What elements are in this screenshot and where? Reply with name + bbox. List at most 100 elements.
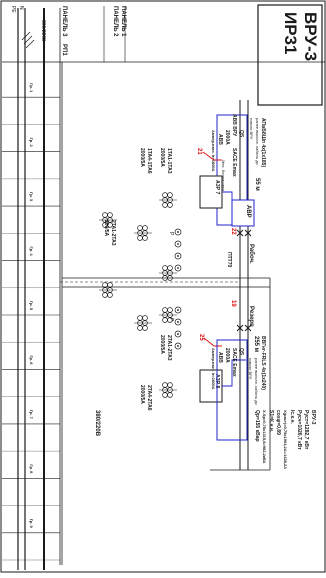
feeder-group: Гр. 3 — [2, 192, 60, 234]
meter-dot — [177, 231, 179, 233]
ct-cluster — [159, 307, 177, 323]
marker-ptt: ПТТ70 — [226, 252, 232, 267]
spec-line7: S1=К.н.н. — [268, 410, 274, 433]
ct-right-label1: 2ТА1-2ТА3 — [166, 335, 172, 361]
feeder-label: Гр. 6 — [29, 355, 34, 365]
feeder-group: Гр. 2 — [2, 138, 60, 180]
meter-dot — [177, 255, 179, 257]
feeder-group: Гр. 1 — [2, 83, 60, 125]
right-cable-line3: ранее выполн. кабель до — [254, 358, 259, 406]
ct-cluster — [134, 315, 152, 331]
busbar-voltage: 380/220В — [94, 410, 100, 437]
feeder-label: Гр. 8 — [29, 464, 34, 474]
right-breaker-line1: QS — [238, 348, 244, 356]
ct-cluster — [159, 382, 177, 398]
meter-symbol — [174, 318, 182, 326]
right-cable-line1: ВВГнг-FRLS 4х(1х240) — [260, 336, 266, 390]
meter-dot — [177, 309, 179, 311]
meter-dot — [177, 333, 179, 335]
left-breaker-line3: SACE Emax — [231, 148, 237, 177]
right-cable-line4: нового ВРУ — [248, 358, 253, 380]
ct-symbol-p-right: P — [168, 318, 174, 322]
left-breaker-line4: 2000А — [224, 130, 230, 145]
right-breaker-line5: Ампер.наст. Ir=1600А — [211, 348, 216, 390]
right-breaker-line3: 2000А — [224, 348, 230, 363]
meter-symbol — [174, 342, 182, 350]
relay-left-label: АЗР 7 — [214, 180, 220, 194]
ct-left-label2: 2000/5А — [159, 148, 165, 167]
meter-symbol — [174, 264, 182, 272]
feeder-label: Гр. 4 — [29, 247, 34, 257]
meter-dot — [177, 345, 179, 347]
meter-dot — [177, 321, 179, 323]
ct-right-label4: 2000/5А — [139, 385, 145, 404]
meter-dot — [177, 243, 179, 245]
panel-3-code: РП1 — [61, 44, 67, 56]
spec-line6: cosφ=0,89 — [275, 410, 281, 435]
ct-cluster — [99, 282, 117, 298]
right-breaker-line4: ABB — [217, 352, 223, 363]
feeder-label: Гр. 3 — [29, 192, 34, 202]
ct-mid-label1: 2ТА1-2ТА3 — [110, 220, 116, 246]
ct-cluster — [159, 265, 177, 281]
feeder-label: Гр. 9 — [29, 519, 34, 529]
right-supply-box — [216, 339, 248, 441]
feeder-group: Гр. 6 — [2, 355, 60, 397]
left-cable-line3: 55 м — [254, 178, 260, 191]
panel-title-line2: ИР31 — [281, 12, 300, 54]
title-box — [257, 4, 323, 106]
feeder-group: Гр. 4 — [2, 247, 60, 288]
left-breaker-line6: Ампер.наст. Ir=1600А — [211, 130, 216, 172]
left-cable-line4: нового ВРУ — [249, 118, 254, 140]
meter-dot — [177, 267, 179, 269]
left-breaker-line5: ABB — [217, 134, 223, 145]
mech-interlock: Мех. блокировка — [221, 160, 226, 192]
spec-line1: ВРУ-3 — [310, 410, 316, 425]
ct-left-label4: 2000/5А — [139, 148, 145, 167]
spec-line5: Х(раст)=0,75х1904,2А=1428,2А — [283, 410, 288, 469]
feeder-label: Гр. 7 — [29, 410, 34, 420]
tag-reserve: Резерв — [248, 306, 254, 327]
panel-title-line1: ВРУ-3 — [301, 12, 320, 61]
spec-line9: Qр=155 кВар — [254, 410, 260, 442]
meter-symbol — [174, 240, 182, 248]
feeder-groups: Гр. 1 Гр. 2 Гр. 3 Гр. 4 Гр. 5 Гр. 6 Гр. 7 Гр. 8… — [2, 83, 60, 561]
spec-line2: Руст=1282,7 кВт — [303, 410, 309, 450]
feeder-group: Гр. 7 — [2, 410, 60, 452]
panel-1-label: ПАНЕЛЬ 1 — [120, 6, 126, 37]
right-cable-line2: 255 м — [253, 336, 259, 353]
feeder-group: Гр. 8 — [2, 464, 60, 506]
ct-left-label1: 1ТА1-1ТА3 — [166, 148, 172, 174]
tag-working: Рабоч. — [248, 244, 255, 264]
marker-21: 21 — [196, 148, 202, 155]
left-breaker-line2: ABB ВРУ — [231, 114, 237, 137]
ct-right-label2: 2000/5А — [159, 335, 165, 354]
n-label: N — [18, 6, 24, 10]
ct-symbol-p-left: P — [168, 232, 174, 236]
left-cable-line2: ранее выполн. кабель до — [255, 118, 260, 166]
right-breaker-line2: SACE Emax — [231, 348, 237, 377]
ct-right-label3: 2ТА4-2ТА6 — [146, 385, 152, 411]
panel-3-label: ПАНЕЛЬ 3 — [61, 6, 67, 37]
feeder-label: Гр. 1 — [29, 83, 34, 93]
avr-label: АВР — [245, 205, 251, 218]
marker-25: 25 — [198, 334, 204, 341]
ct-cluster — [159, 192, 177, 208]
left-breaker-line1: QS — [238, 130, 244, 138]
spec-line4: Ic.к.н. — [289, 410, 295, 424]
feeder-group: Гр. 5 — [2, 301, 60, 343]
avr-box — [231, 199, 255, 227]
meter-symbol — [174, 306, 182, 314]
spec-line8: Х.Sр=0,75х1315,6=982,2кВА — [262, 410, 267, 464]
meter-symbol — [174, 252, 182, 260]
left-cable-line1: АПвБбШп 4х(1х185) — [260, 118, 267, 167]
ct-left-label3: 1ТА4-1ТА6 — [146, 148, 152, 174]
panel-2-label: ПАНЕЛЬ 2 — [112, 6, 118, 37]
feeder-group: Гр. 9 — [2, 519, 60, 561]
meter-symbol — [174, 330, 182, 338]
pe-label: PE — [10, 6, 16, 13]
current-transformers — [99, 192, 182, 398]
